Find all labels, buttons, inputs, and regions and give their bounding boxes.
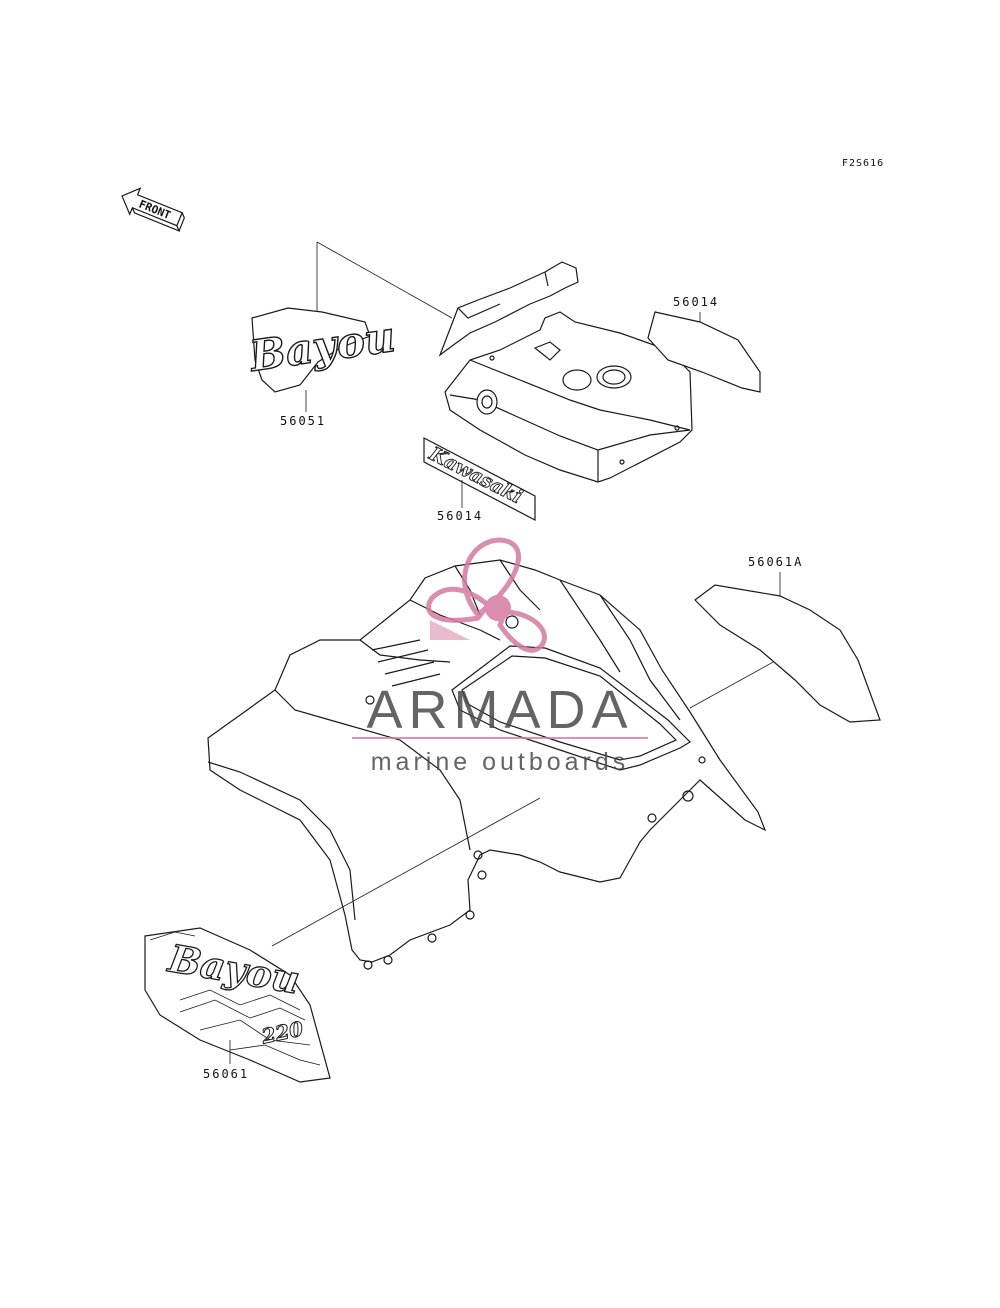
right-side-decal: 56061A <box>694 555 881 723</box>
front-arrow-icon: FRONT <box>121 187 185 233</box>
part-label-56014-kawasaki: 56014 <box>437 509 483 523</box>
watermark-title: ARMADA <box>366 680 633 740</box>
figure-code: F2S616 <box>842 158 884 169</box>
front-cover-drawing <box>316 241 693 483</box>
armada-watermark: ARMADA marine outboards <box>352 537 648 776</box>
rear-fender-drawing <box>207 559 796 970</box>
watermark-subtitle: marine outboards <box>371 748 630 776</box>
part-label-56061: 56061 <box>203 1067 249 1081</box>
front-panel-decal: 56014 <box>647 295 761 393</box>
part-label-56061A: 56061A <box>748 555 803 569</box>
part-label-56051: 56051 <box>280 414 326 428</box>
propeller-logo-icon <box>426 537 547 653</box>
kawasaki-decal-text: Kawasaki <box>425 442 526 508</box>
bayou-top-decal: Bayou 56051 <box>245 307 399 428</box>
part-label-56014-panel: 56014 <box>673 295 719 309</box>
left-side-decal: Bayou 220 56061 <box>144 927 331 1083</box>
